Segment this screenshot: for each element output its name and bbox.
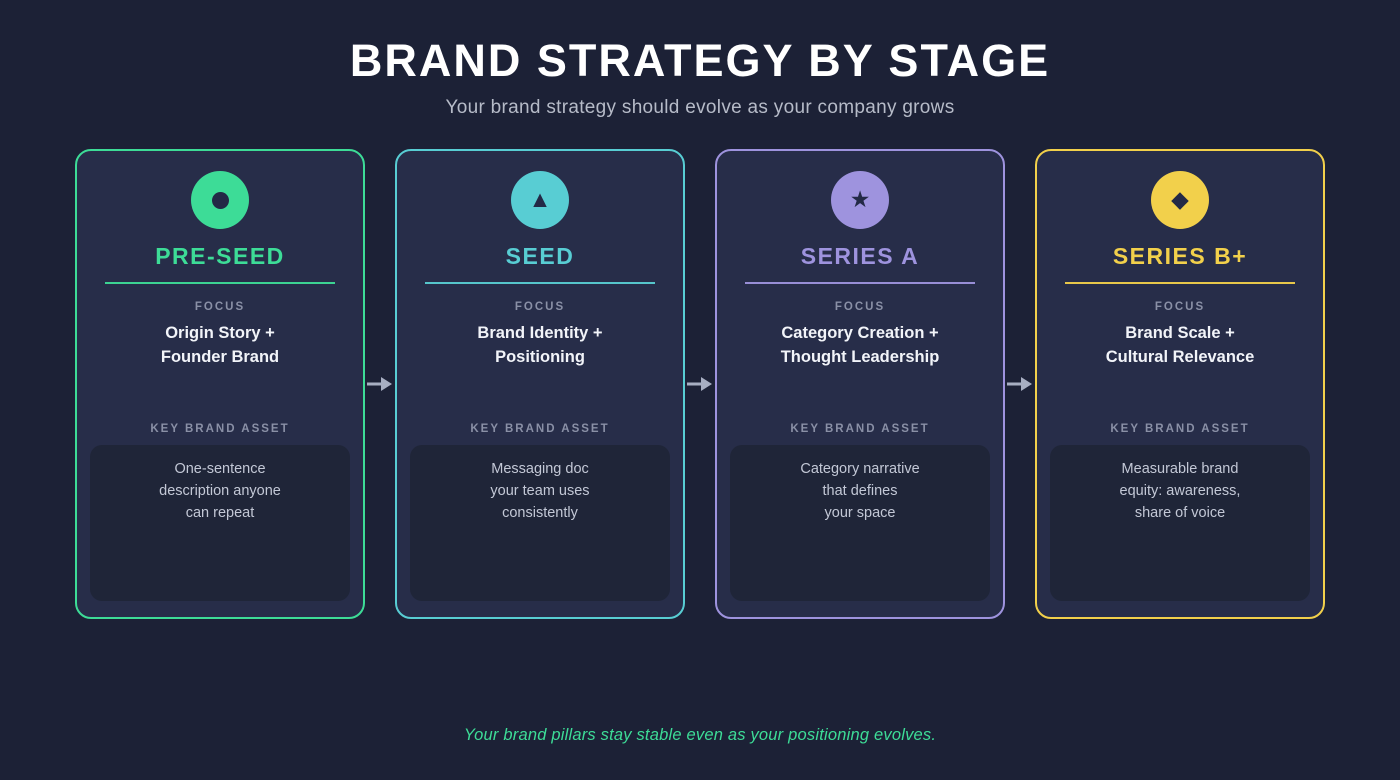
stage-name: SEED [505, 243, 575, 270]
asset-line: description anyone [159, 483, 281, 500]
star-icon: ★ [831, 171, 889, 230]
focus-text: Brand Scale + Cultural Relevance [1106, 321, 1255, 369]
asset-label: KEY BRAND ASSET [470, 423, 610, 436]
stage-name: PRE-SEED [155, 243, 285, 270]
stage-arrow [1005, 149, 1035, 619]
stage-name: SERIES A [800, 243, 920, 270]
stage-card-series-b-plus: ◆ SERIES B+ FOCUS Brand Scale + Cultural… [1035, 149, 1325, 620]
focus-label: FOCUS [1154, 301, 1206, 314]
asset-line: your space [824, 505, 896, 522]
focus-line: Cultural Relevance [1105, 348, 1255, 367]
stage-divider [105, 282, 335, 285]
asset-box: Category narrative that defines your spa… [730, 445, 990, 602]
asset-label: KEY BRAND ASSET [1110, 423, 1250, 436]
triangle-icon-glyph: ▲ [528, 185, 552, 212]
donut-icon-hole [211, 191, 229, 209]
focus-line: Category Creation + [781, 324, 939, 343]
focus-text: Origin Story + Founder Brand [161, 321, 279, 369]
focus-text: Brand Identity + Positioning [477, 321, 602, 369]
stage-cards-row: PRE-SEED FOCUS Origin Story + Founder Br… [0, 149, 1400, 620]
stage-name: SERIES B+ [1112, 243, 1248, 270]
focus-line: Founder Brand [160, 348, 280, 367]
stage-divider [1065, 282, 1295, 285]
asset-line: that defines [822, 483, 898, 500]
stage-card-series-a: ★ SERIES A FOCUS Category Creation + Tho… [715, 149, 1005, 620]
footer-note: Your brand pillars stay stable even as y… [463, 726, 937, 744]
asset-line: One-sentence [174, 461, 266, 478]
donut-icon [191, 171, 249, 230]
focus-label: FOCUS [834, 301, 886, 314]
right-arrow-icon [367, 377, 392, 392]
page-subtitle: Your brand strategy should evolve as you… [445, 97, 955, 119]
asset-label: KEY BRAND ASSET [790, 423, 930, 436]
diamond-icon-glyph: ◆ [1171, 185, 1189, 212]
focus-line: Positioning [495, 348, 585, 367]
asset-line: Measurable brand [1121, 461, 1239, 478]
asset-box: Messaging doc your team uses consistentl… [410, 445, 670, 602]
focus-label: FOCUS [194, 301, 246, 314]
asset-line: can repeat [185, 505, 255, 522]
stage-divider [745, 282, 975, 285]
diamond-icon: ◆ [1151, 171, 1209, 230]
focus-line: Brand Identity + [477, 324, 603, 343]
page-title: BRAND STRATEGY BY STAGE [349, 35, 1051, 86]
right-arrow-icon [687, 377, 712, 392]
asset-box: One-sentence description anyone can repe… [90, 445, 350, 602]
stage-divider [425, 282, 655, 285]
right-arrow-icon [1007, 377, 1032, 392]
focus-line: Origin Story + [165, 324, 275, 343]
stage-arrow [685, 149, 715, 619]
focus-label: FOCUS [514, 301, 566, 314]
focus-line: Thought Leadership [780, 348, 940, 367]
asset-line: Messaging doc [491, 461, 589, 478]
focus-text: Category Creation + Thought Leadership [781, 321, 940, 369]
asset-label: KEY BRAND ASSET [150, 423, 290, 436]
triangle-icon: ▲ [511, 171, 569, 230]
star-icon-glyph: ★ [849, 185, 871, 212]
stage-card-pre-seed: PRE-SEED FOCUS Origin Story + Founder Br… [75, 149, 365, 620]
asset-box: Measurable brand equity: awareness, shar… [1050, 445, 1310, 602]
stage-arrow [365, 149, 395, 619]
asset-line: consistently [502, 505, 578, 522]
focus-line: Brand Scale + [1125, 324, 1235, 343]
asset-line: equity: awareness, [1119, 483, 1241, 500]
stage-card-seed: ▲ SEED FOCUS Brand Identity + Positionin… [395, 149, 685, 620]
asset-line: your team uses [490, 483, 590, 500]
asset-line: Category narrative [800, 461, 920, 478]
asset-line: share of voice [1134, 505, 1226, 522]
